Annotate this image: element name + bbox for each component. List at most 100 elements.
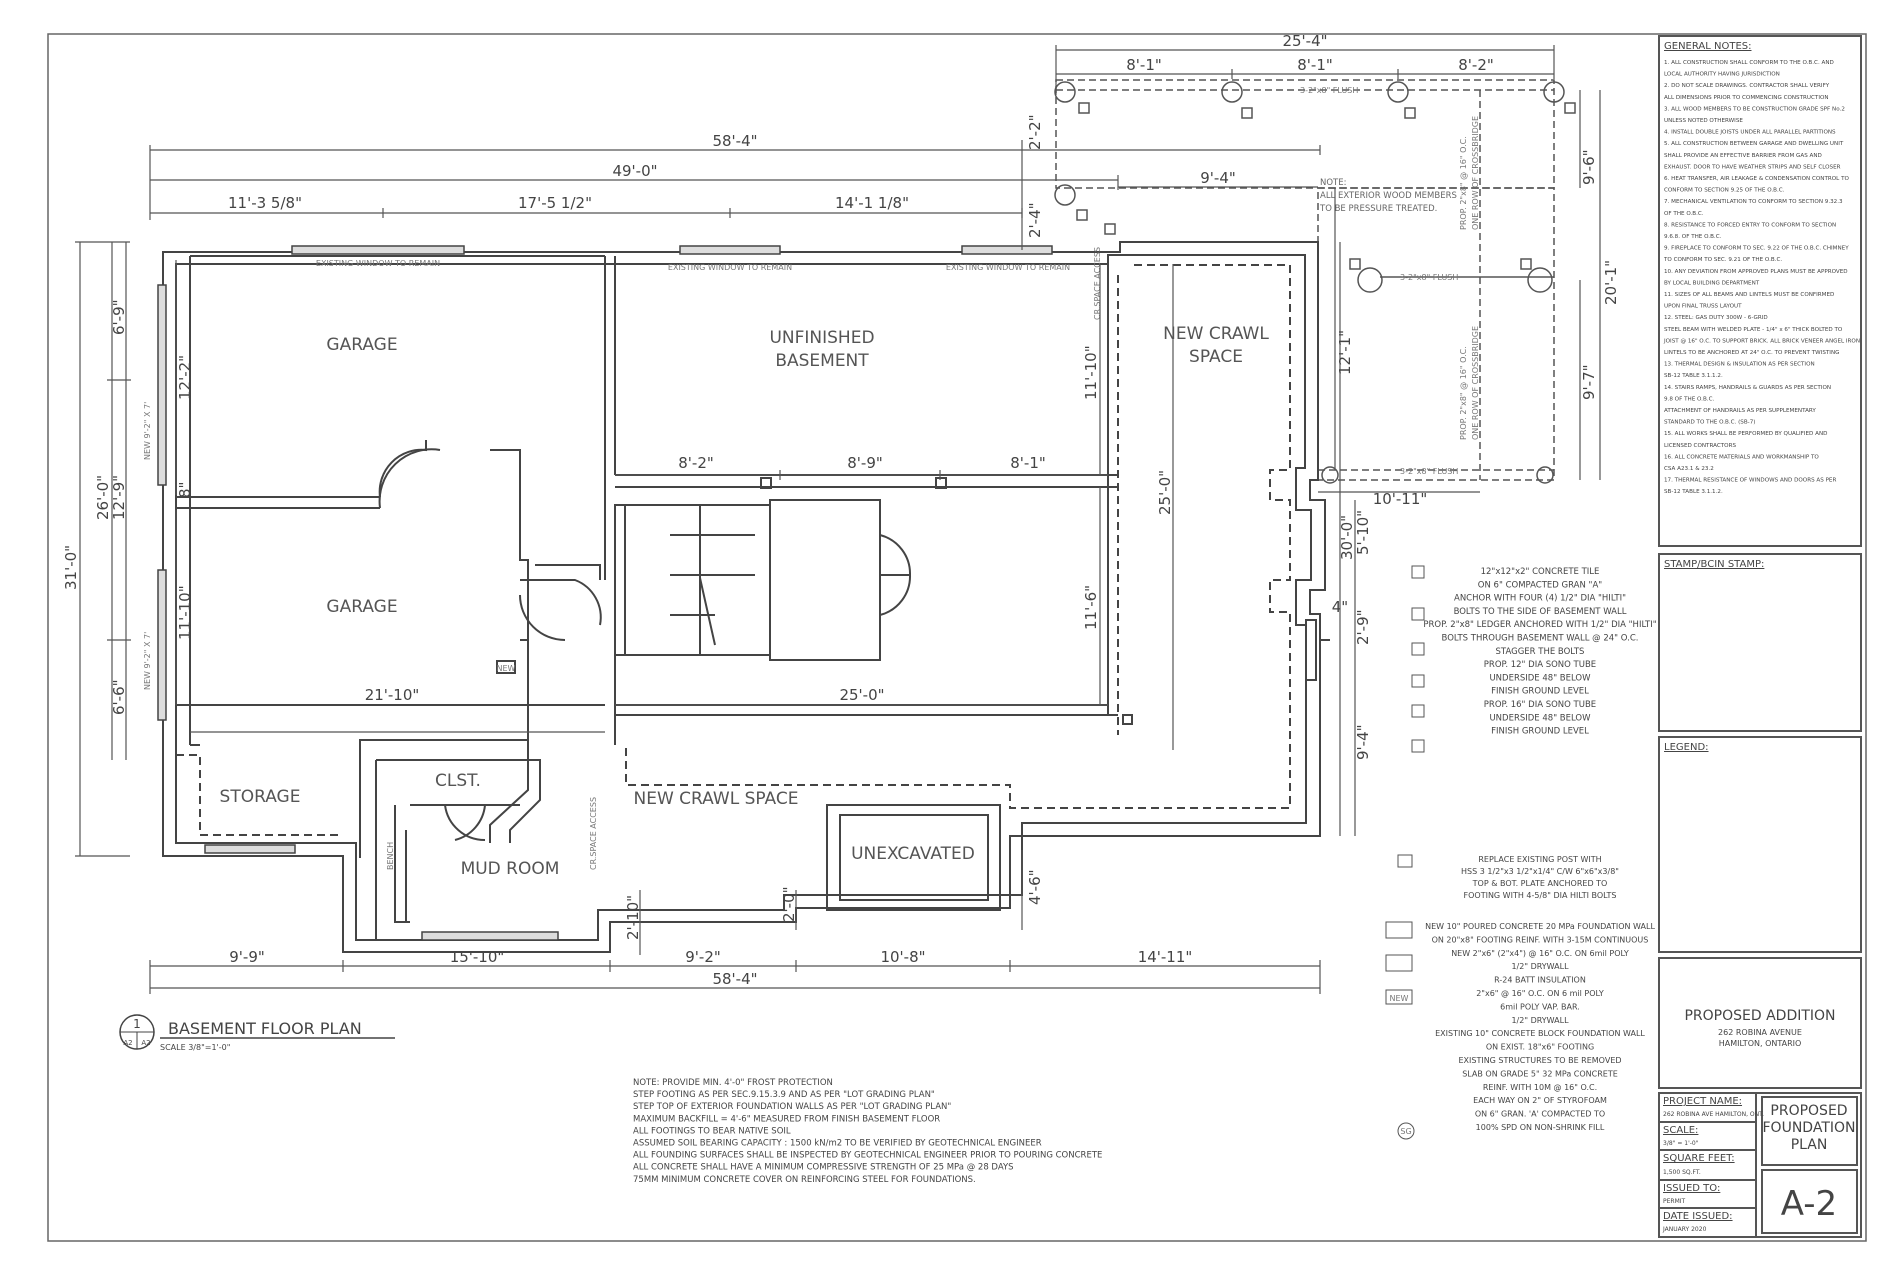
sheet-number: A-2 [1781,1184,1837,1224]
deck-joist-note-4: ONE ROW OF CROSSBRIDGE [1471,326,1480,440]
label-new-tag: NEW [497,664,516,673]
label-bench: BENCH [386,842,395,870]
structural-note-line-3: BOLTS TO THE SIDE OF BASEMENT WALL [1454,607,1627,617]
general-note-line-5: UNLESS NOTED OTHERWISE [1664,118,1743,124]
dim-basement-8-2: 8'-2" [678,454,714,472]
sheet-border [47,33,1867,1242]
window-basement-2 [961,245,1053,255]
dim-basement-25-0-h: 25'-0" [839,686,884,704]
general-note-line-19: BY LOCAL BUILDING DEPARTMENT [1664,280,1760,286]
label-existing-window-1: EXISTING WINDOW TO REMAIN [316,259,440,268]
dim-basement-11-10: 11'-10" [1082,345,1100,400]
dimension-lines [79,49,1601,989]
general-note-line-33: LICENSED CONTRACTORS [1664,443,1736,449]
general-note-line-21: UPON FINAL TRUSS LAYOUT [1664,304,1742,310]
dim-left-6-9: 6'-9" [110,299,128,335]
detail-number: 1 [133,1017,141,1031]
sqft-value: 1,500 SQ.FT. [1663,1169,1701,1176]
general-note-line-24: JOIST @ 16" O.C. TO SUPPORT BRICK. ALL B… [1663,338,1860,344]
legend-box [1658,736,1862,953]
dim-2-0: 2'-0" [780,886,798,922]
legend-sg-circle: SG [1400,1127,1411,1136]
room-unfinished-1: UNFINISHED [769,328,874,348]
stamp-heading: STAMP/BCIN STAMP: [1664,559,1764,570]
scale-label: SCALE: [1663,1125,1698,1136]
legend-line-12: REINF. WITH 10M @ 16" O.C. [1483,1083,1597,1092]
dim-deck-20-1: 20'-1" [1602,260,1620,305]
general-note-line-10: 6. HEAT TRANSFER, AIR LEAKAGE & CONDENSA… [1664,176,1849,182]
issued-to-value: PERMIT [1663,1198,1686,1205]
deck-joist-note-2: ONE ROW OF CROSSBRIDGE [1471,116,1480,230]
general-note-line-8: SHALL PROVIDE AN EFFECTIVE BARRIER FROM … [1664,153,1822,159]
label-existing-window-3: EXISTING WINDOW TO REMAIN [946,263,1070,272]
label-new-door-2: NEW 9'-2" X 7' [143,632,152,690]
legend-line-5: 2"x6" @ 16" O.C. ON 6 mil POLY [1476,989,1604,998]
room-garage-top: GARAGE [326,335,397,355]
structural-note-line-12: FINISH GROUND LEVEL [1491,727,1589,737]
dim-deck-10-11: 10'-11" [1373,490,1428,508]
issued-to-label: ISSUED TO: [1663,1183,1720,1194]
dim-left-6-6: 6'-6" [110,679,128,715]
general-note-line-3: ALL DIMENSIONS PRIOR TO COMMENCING CONST… [1664,95,1829,101]
wood-note-3: TO BE PRESSURE TREATED. [1319,204,1437,214]
structural-note-line-2: ANCHOR WITH FOUR (4) 1/2" DIA "HILTI" [1454,594,1626,604]
note-tags [1385,565,1425,1140]
dim-garage-21-10: 21'-10" [365,686,420,704]
general-note-line-35: CSA A23.1 & 23.2 [1664,466,1714,472]
dim-deck-9-4: 9'-4" [1200,169,1236,187]
legend-line-15: 100% SPD ON NON-SHRINK FILL [1476,1123,1605,1132]
plan-title: BASEMENT FLOOR PLAN [168,1019,362,1038]
dim-top-seg-1: 11'-3 5/8" [228,194,302,212]
deck-flush-beam-bottom: 3-2"x8" FLUSH [1400,467,1458,476]
dim-right-5-10: 5'-10" [1354,510,1372,555]
room-new-crawl-right-1: NEW CRAWL [1163,324,1269,344]
general-note-line-0: 1. ALL CONSTRUCTION SHALL CONFORM TO THE… [1664,60,1834,66]
dim-2-2: 2'-2" [1026,114,1044,150]
dim-top-seg-3: 14'-1 1/8" [835,194,909,212]
general-note-line-30: ATTACHMENT OF HANDRAILS AS PER SUPPLEMEN… [1664,408,1816,414]
general-note-line-1: LOCAL AUTHORITY HAVING JURISDICTION [1664,72,1780,78]
dim-bottom-overall: 58'-4" [712,970,757,988]
legend-line-8: EXISTING 10" CONCRETE BLOCK FOUNDATION W… [1435,1029,1645,1038]
general-note-line-36: 17. THERMAL RESISTANCE OF WINDOWS AND DO… [1664,478,1836,484]
sheet-title-3: PLAN [1791,1137,1828,1153]
legend-line-13: EACH WAY ON 2" OF STYROFOAM [1473,1096,1607,1105]
general-note-line-29: 9.8 OF THE O.B.C. [1664,396,1714,402]
legend-line-4: R-24 BATT INSULATION [1494,976,1586,985]
project-title: PROPOSED ADDITION [1684,1008,1835,1024]
deck-flush-beam-top: 3-2"x8" FLUSH [1300,86,1358,95]
garage-door-top [157,284,167,486]
dim-left-31-0: 31'-0" [62,545,80,590]
dim-deck-seg-1: 8'-1" [1126,56,1162,74]
foundation-notes: NOTE: PROVIDE MIN. 4'-0" FROST PROTECTIO… [633,1078,1102,1185]
post-note-line-2: TOP & BOT. PLATE ANCHORED TO [1472,879,1608,888]
info-box [1658,1092,1862,1238]
post-note-line-0: REPLACE EXISTING POST WITH [1478,855,1601,864]
general-note-line-22: 12. STEEL: GAS DUTY 300W - 6-GRID [1664,315,1768,321]
general-note-line-6: 4. INSTALL DOUBLE JOISTS UNDER ALL PARAL… [1664,130,1836,136]
sheet-title-2: FOUNDATION [1763,1120,1856,1136]
structural-note-line-8: UNDERSIDE 48" BELOW [1489,673,1591,683]
general-note-line-17: TO CONFORM TO SEC. 9.21 OF THE O.B.C. [1663,257,1782,263]
label-crawl-access-1: CR.SPACE ACCESS [1093,247,1102,320]
title-block [1658,35,1862,1238]
room-unfinished-2: BASEMENT [775,351,869,371]
room-new-crawl-bottom: NEW CRAWL SPACE [634,789,799,809]
general-note-line-31: STANDARD TO THE O.B.C. (SB-7) [1664,420,1755,426]
room-new-crawl-right-2: SPACE [1189,347,1243,367]
dim-right-2-9: 2'-9" [1354,609,1372,645]
legend-line-1: ON 20"x8" FOOTING REINF. WITH 3-15M CONT… [1432,935,1649,944]
dim-deck-9-6: 9'-6" [1580,149,1598,185]
dim-garage-8: 8" [176,482,194,498]
plan-scale: SCALE 3/8"=1'-0" [160,1043,230,1052]
general-note-line-20: 11. SIZES OF ALL BEAMS AND LINTELS MUST … [1664,292,1834,298]
project-box [1658,957,1862,1089]
room-mud-room: MUD ROOM [461,859,560,879]
sqft-label: SQUARE FEET: [1663,1153,1735,1164]
general-note-line-16: 9. FIREPLACE TO CONFORM TO SEC. 9.22 OF … [1664,246,1849,252]
room-unexcavated: UNEXCAVATED [851,844,975,864]
wood-note-1: NOTE: [1320,178,1346,188]
dim-deck-12-1: 12'-1" [1336,330,1354,375]
